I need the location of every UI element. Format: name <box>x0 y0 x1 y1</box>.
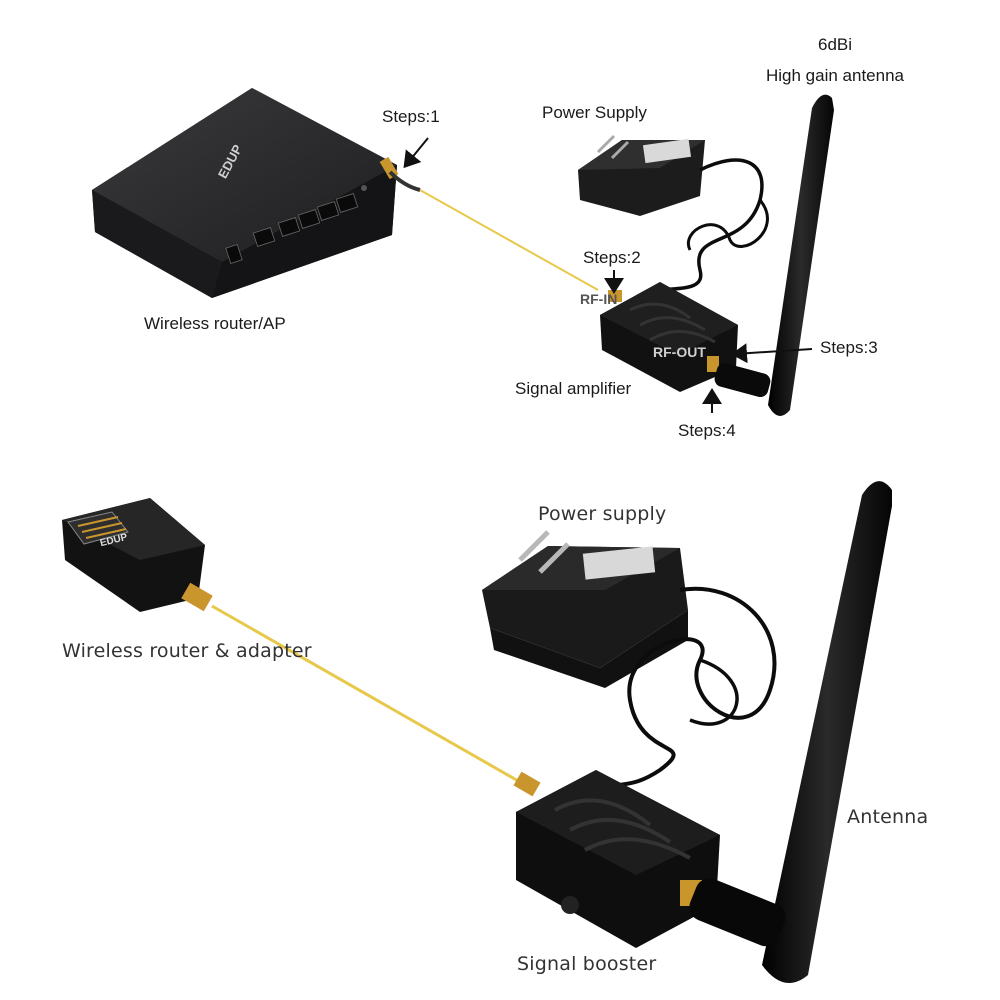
top-antenna <box>714 94 834 416</box>
wireless-router-device <box>92 88 421 298</box>
wireless-adapter-label: Wireless router & adapter <box>62 640 312 662</box>
bottom-power-supply-label: Power supply <box>538 503 667 525</box>
bottom-antenna <box>689 481 892 983</box>
signal-booster-label: Signal booster <box>517 953 657 975</box>
rf-in-port-label: RF-IN <box>580 291 618 307</box>
top-power-supply <box>578 134 705 216</box>
step3-label: Steps:3 <box>820 338 878 357</box>
step1-arrow <box>403 137 429 169</box>
top-power-supply-label: Power Supply <box>542 103 647 122</box>
signal-amplifier-label: Signal amplifier <box>515 379 632 398</box>
usb-wireless-adapter <box>62 498 213 612</box>
step1-label: Steps:1 <box>382 107 440 126</box>
rf-out-port-label: RF-OUT <box>653 344 706 360</box>
step2-label: Steps:2 <box>583 248 641 267</box>
high-gain-antenna-label: High gain antenna <box>765 66 905 85</box>
bottom-signal-booster <box>516 770 720 948</box>
step3-arrow <box>731 343 813 364</box>
bottom-power-supply <box>482 530 688 688</box>
antenna-label: Antenna <box>847 806 929 828</box>
wireless-router-label: Wireless router/AP <box>144 314 286 333</box>
step4-label: Steps:4 <box>678 421 736 440</box>
antenna-gain-label: 6dBi <box>817 35 853 54</box>
top-signal-amplifier <box>600 282 738 392</box>
